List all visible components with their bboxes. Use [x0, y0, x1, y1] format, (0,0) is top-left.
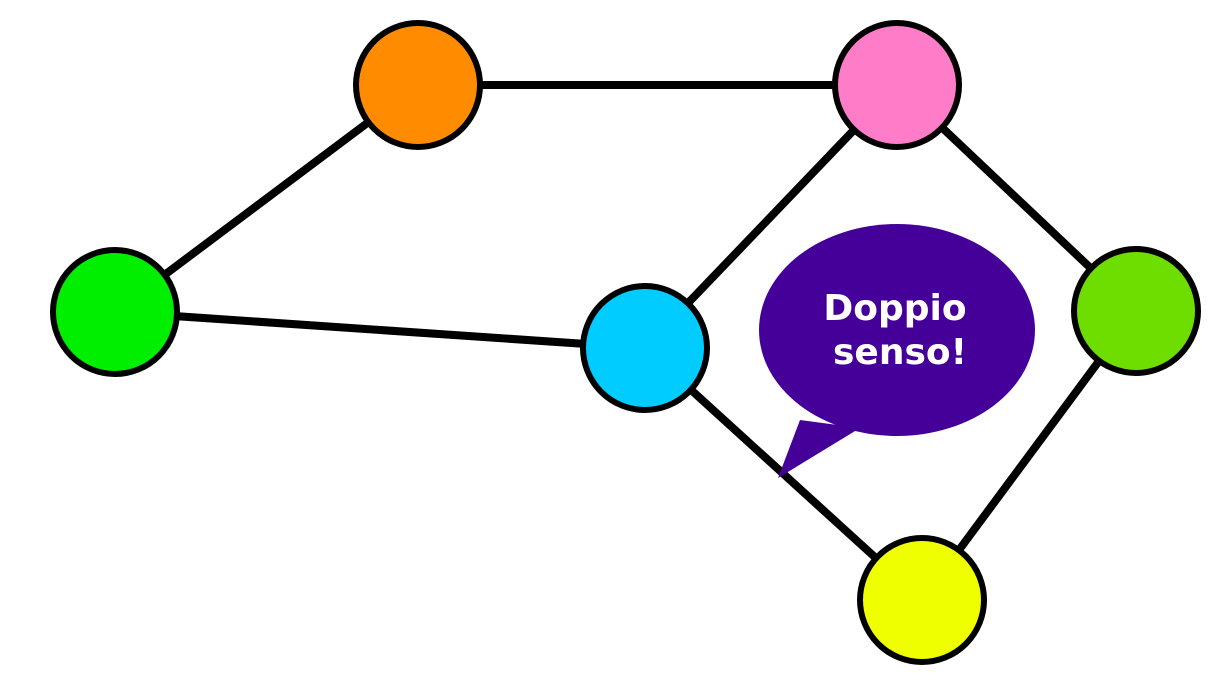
speech-bubble-line-2: senso!: [833, 332, 967, 373]
node-pink: [832, 20, 962, 150]
speech-bubble-line-1: Doppio: [823, 288, 966, 329]
nodes-layer: [50, 20, 1201, 665]
node-orange: [353, 20, 483, 150]
node-yellow: [857, 535, 987, 665]
speech-bubble: Doppio senso!: [759, 224, 1035, 478]
speech-bubble-tail: [778, 420, 860, 478]
node-green: [50, 247, 180, 377]
node-lime: [1071, 246, 1201, 376]
edge-green-cyan: [111, 308, 649, 352]
speech-bubble-body: [759, 224, 1035, 436]
node-cyan: [580, 283, 710, 413]
